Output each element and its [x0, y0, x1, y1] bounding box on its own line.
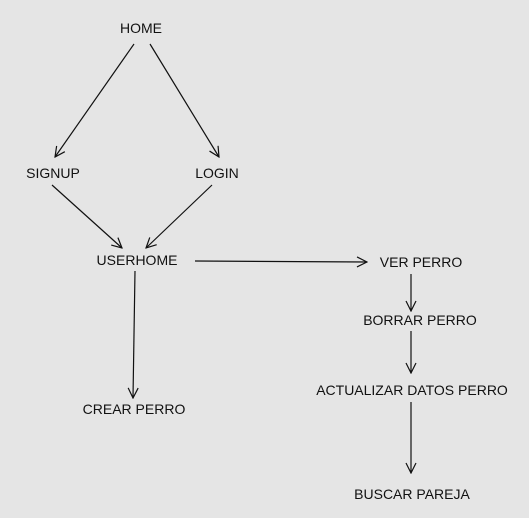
node-buscar-pareja: BUSCAR PAREJA	[354, 486, 470, 502]
node-login: LOGIN	[195, 165, 239, 181]
node-crear-perro: CREAR PERRO	[83, 401, 186, 417]
edge-login-userhome	[146, 184, 213, 248]
edge-home-signup	[55, 43, 135, 157]
node-userhome: USERHOME	[97, 252, 178, 268]
node-ver-perro: VER PERRO	[380, 254, 463, 270]
edge-userhome-ver-perro	[194, 261, 367, 262]
node-borrar-perro: BORRAR PERRO	[363, 312, 477, 328]
edge-signup-userhome	[51, 184, 122, 248]
edge-home-login	[149, 43, 219, 157]
node-actualizar-datos-perro: ACTUALIZAR DATOS PERRO	[316, 382, 508, 398]
node-home: HOME	[120, 20, 162, 36]
node-signup: SIGNUP	[26, 165, 80, 181]
edge-userhome-crear-perro	[133, 270, 135, 398]
